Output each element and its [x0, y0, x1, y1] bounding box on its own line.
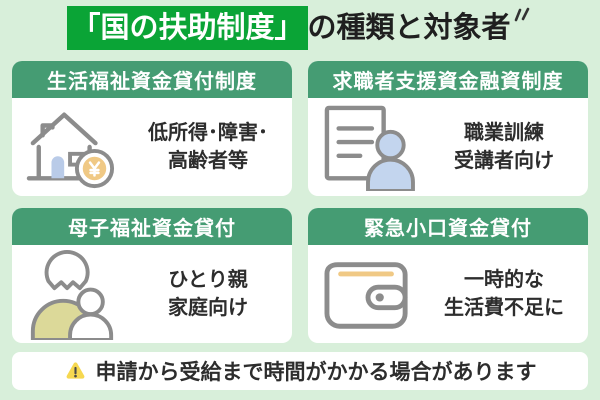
description-line: 家庭向け	[168, 297, 248, 319]
mother-and-child-icon	[30, 250, 114, 340]
footer-note-text: 申請から受給まで時間がかかる場合があります	[95, 361, 537, 384]
card-kinkyu-koguchi-shikin: 緊急小口資金貸付 一時的な 生活費不足に	[308, 208, 588, 343]
card-body: 職業訓練 受講者向け	[308, 98, 588, 196]
card-header: 緊急小口資金貸付	[308, 208, 588, 245]
person-with-document-icon	[308, 98, 428, 196]
card-boshi-fukushi-shikin: 母子福祉資金貸付 ひとり親 家庭向け	[12, 208, 292, 343]
page-title-suffix: の種類と対象者	[307, 12, 511, 44]
mother-and-child-icon	[12, 245, 132, 343]
footer-note-bar: 申請から受給まで時間がかかる場合があります	[12, 352, 588, 390]
house-with-yen-coin-icon	[12, 98, 132, 196]
program-cards-grid: 生活福祉資金貸付制度	[12, 61, 588, 343]
warning-triangle-icon	[66, 362, 84, 379]
wallet-icon	[308, 245, 428, 343]
card-body: 低所得･障害･ 高齢者等	[12, 98, 292, 196]
card-description: ひとり親 家庭向け	[132, 266, 292, 323]
card-body: ひとり親 家庭向け	[12, 245, 292, 343]
card-body: 一時的な 生活費不足に	[308, 245, 588, 343]
wallet-icon	[324, 262, 408, 329]
card-header: 母子福祉資金貸付	[12, 208, 292, 245]
description-line: 職業訓練	[464, 121, 544, 144]
card-seikatsu-fukushi-shikin: 生活福祉資金貸付制度	[12, 61, 292, 196]
card-header: 求職者支援資金融資制度	[308, 61, 588, 98]
card-kyushokusha-shien-shikin: 求職者支援資金融資制度 職業訓練 受講者向け	[308, 61, 588, 196]
card-description: 低所得･障害･ 高齢者等	[132, 119, 292, 176]
description-line: 生活費不足に	[444, 297, 564, 319]
house-with-yen-coin-icon	[26, 112, 115, 189]
person-with-document-icon	[324, 105, 415, 191]
description-line: 低所得･障害･	[148, 121, 268, 144]
card-description: 一時的な 生活費不足に	[428, 266, 588, 323]
emphasis-ticks-icon	[514, 7, 529, 22]
description-line: 一時的な	[464, 268, 544, 291]
description-line: 受講者向け	[454, 150, 554, 172]
page-title-highlight: 「国の扶助制度」	[67, 6, 308, 50]
page-title: 「国の扶助制度」 の種類と対象者	[0, 6, 600, 50]
card-description: 職業訓練 受講者向け	[428, 119, 588, 176]
description-line: 高齢者等	[168, 150, 248, 172]
description-line: ひとり親	[168, 268, 248, 291]
card-header: 生活福祉資金貸付制度	[12, 61, 292, 98]
